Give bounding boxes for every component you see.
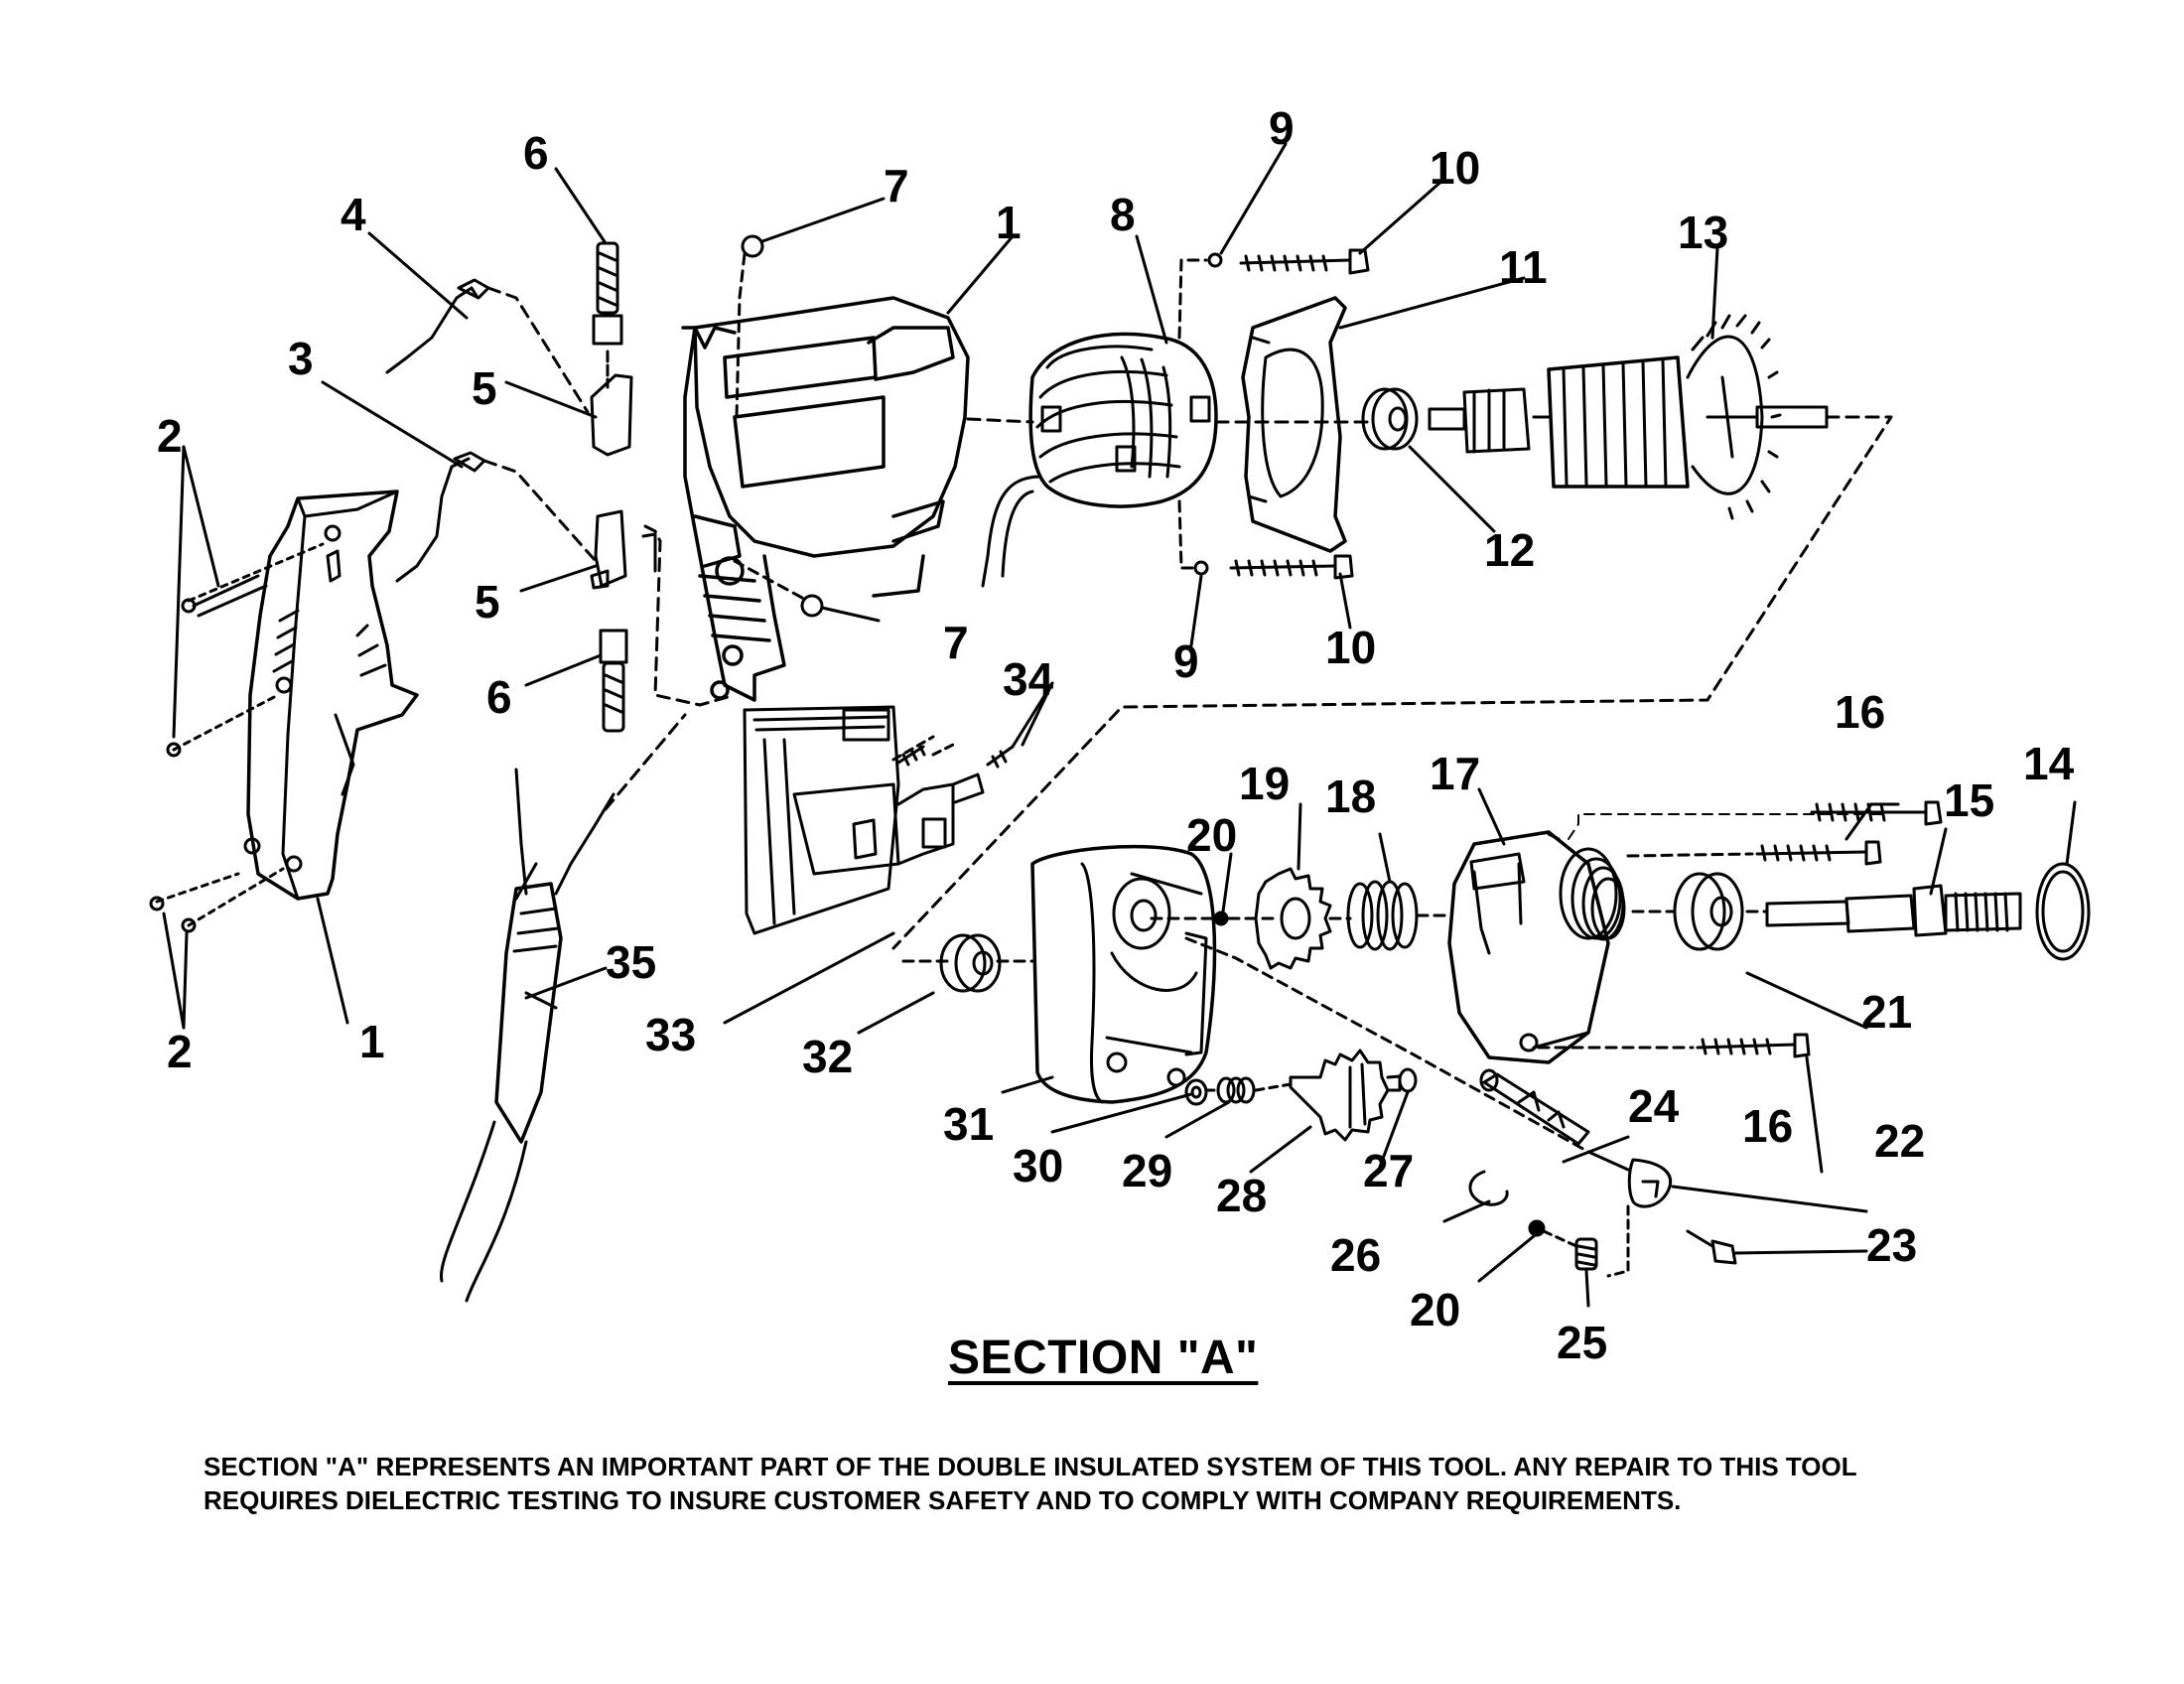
- callout-2-top: 2: [157, 410, 183, 462]
- callout-7-top: 7: [884, 160, 909, 211]
- part-34-screws: [896, 743, 1015, 769]
- part-21-bearing: [1631, 872, 1769, 951]
- part-15-spindle: [1765, 884, 2022, 937]
- callout-1-housing: 1: [996, 197, 1022, 248]
- part-10-upper-screw: [1239, 248, 1370, 275]
- part-35-cord: [439, 713, 687, 1303]
- callout-32: 32: [802, 1031, 853, 1082]
- part-2-screws: [149, 542, 325, 933]
- part-7-upper-nut: [735, 234, 764, 419]
- callout-20-top: 20: [1186, 809, 1237, 861]
- callout-2-bottom: 2: [167, 1026, 193, 1077]
- part-13-armature: [1428, 314, 1829, 520]
- section-title: SECTION "A": [948, 1332, 1259, 1384]
- callout-14: 14: [2023, 738, 2075, 789]
- callout-27: 27: [1363, 1145, 1414, 1196]
- callout-10-bottom: 10: [1325, 622, 1376, 673]
- callout-34: 34: [1003, 653, 1054, 705]
- callout-5-bottom: 5: [475, 576, 500, 628]
- callout-22: 22: [1874, 1115, 1925, 1167]
- leader-lines: [162, 142, 2077, 1308]
- callout-25: 25: [1557, 1317, 1607, 1368]
- callout-30: 30: [1013, 1140, 1063, 1192]
- part-20-ball: [1213, 911, 1229, 926]
- callout-24: 24: [1628, 1080, 1680, 1132]
- part-31-gear-case: [1030, 844, 1217, 1104]
- double-insulation-note: SECTION "A" REPRESENTS AN IMPORTANT PART…: [204, 1450, 2090, 1517]
- part-1-motor-housing: [681, 296, 970, 702]
- callout-3: 3: [288, 333, 314, 384]
- part-1-handle-half: [243, 490, 419, 901]
- callout-10-top: 10: [1430, 142, 1480, 194]
- part-27-washer: [1398, 1067, 1418, 1093]
- callout-18: 18: [1325, 771, 1376, 822]
- part-9-lower-lockwasher: [1193, 560, 1209, 576]
- part-3-wire-lead: [395, 451, 598, 583]
- callout-16-bottom: 16: [1742, 1100, 1793, 1152]
- part-33-switch: [743, 705, 985, 935]
- note-line-1: SECTION "A" REPRESENTS AN IMPORTANT PART…: [204, 1452, 1857, 1481]
- part-5-upper-brush-holder: [590, 346, 633, 457]
- part-8-field-coil: [981, 332, 1218, 588]
- callout-11: 11: [1499, 241, 1548, 293]
- callout-26: 26: [1330, 1229, 1381, 1281]
- callout-9-bottom: 9: [1173, 635, 1199, 687]
- part-10-lower-screw: [1229, 554, 1354, 580]
- callout-21: 21: [1861, 986, 1912, 1038]
- part-23-screw: [1686, 1229, 1737, 1265]
- part-17-gear-housing: [1447, 830, 1626, 1064]
- part-16-lower-screw: [1537, 1033, 1811, 1058]
- part-18-spring: [1346, 880, 1419, 951]
- part-11-baffle: [1241, 296, 1347, 553]
- part-7-lower-nut: [733, 559, 824, 618]
- part-9-upper-lockwasher: [1207, 252, 1223, 268]
- callout-28: 28: [1216, 1170, 1267, 1221]
- part-16-upper-screws: [1626, 800, 1943, 866]
- callout-12: 12: [1484, 524, 1535, 576]
- callout-6-top: 6: [523, 127, 549, 179]
- callout-8: 8: [1110, 189, 1136, 240]
- part-22-shift-knob: [1586, 1150, 1672, 1278]
- part-29-spring: [1216, 1076, 1256, 1104]
- callout-7-bottom: 7: [943, 617, 969, 668]
- part-26-retaining-clip: [1468, 1170, 1509, 1206]
- part-25-spring: [1542, 1229, 1598, 1271]
- callout-20-bottom: 20: [1410, 1284, 1460, 1335]
- callout-23: 23: [1866, 1219, 1917, 1271]
- callout-31: 31: [943, 1098, 994, 1150]
- callout-15: 15: [1944, 774, 1994, 826]
- part-30-washer: [1184, 1078, 1208, 1106]
- callout-6-bottom: 6: [486, 671, 512, 723]
- callout-13: 13: [1678, 207, 1728, 258]
- callout-9-top: 9: [1269, 102, 1295, 154]
- part-6-upper-brush: [592, 241, 623, 346]
- part-32-bearing: [901, 933, 1034, 993]
- callout-19: 19: [1239, 758, 1290, 809]
- part-6-lower-brush: [599, 629, 628, 733]
- part-20-lower-ball: [1528, 1219, 1546, 1237]
- callout-labels: 6 4 3 2 5 5 6 7 7 1 8 9 10 11 13 12 9 10…: [157, 102, 2075, 1368]
- callout-1-handle: 1: [359, 1016, 385, 1067]
- callout-5-top: 5: [472, 362, 497, 414]
- part-4-wire-lead: [385, 278, 590, 414]
- part-28-gear: [1289, 1049, 1402, 1142]
- callout-35: 35: [606, 936, 656, 988]
- callout-4: 4: [341, 189, 366, 240]
- part-5-lower-brush-holder: [590, 509, 657, 590]
- callout-29: 29: [1122, 1145, 1172, 1196]
- callout-17: 17: [1430, 748, 1480, 799]
- callout-16-top: 16: [1835, 686, 1885, 738]
- part-12-bearing: [1361, 387, 1419, 451]
- part-14-retaining-ring: [2035, 862, 2091, 961]
- callout-33: 33: [645, 1009, 696, 1060]
- part-24-shaft: [1479, 1068, 1590, 1146]
- part-19-gear: [1254, 867, 1332, 970]
- note-line-2: REQUIRES DIELECTRIC TESTING TO INSURE CU…: [204, 1485, 1682, 1515]
